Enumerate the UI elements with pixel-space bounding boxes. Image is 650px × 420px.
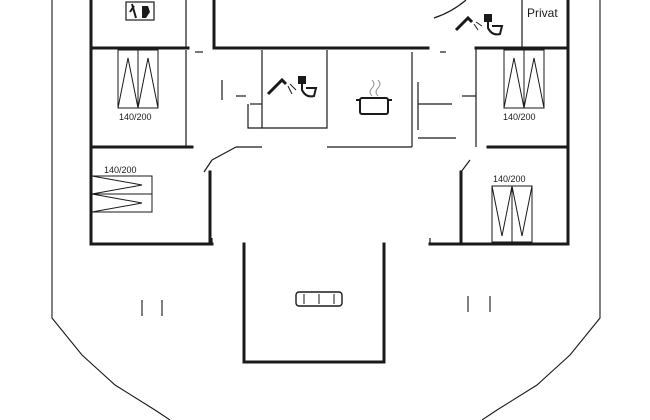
cooking-pot-icon (356, 79, 392, 115)
bed-size-label: 140/200 (503, 112, 536, 122)
shower-icon (454, 15, 483, 32)
bed-icon (91, 175, 153, 213)
bed-icon (117, 49, 159, 109)
door-swing (433, 0, 467, 19)
bed-size-label: 140/200 (104, 165, 137, 175)
bed-size-label: 140/200 (119, 112, 152, 122)
toilet-icon (484, 14, 504, 36)
sofa-icon (295, 291, 343, 307)
terrace-outline (51, 0, 601, 420)
bed-icon (503, 49, 545, 109)
private-room-label: Privat (527, 6, 558, 20)
shower-icon (266, 77, 297, 96)
toilet-icon (298, 76, 318, 98)
interior-walls (185, 0, 523, 244)
toilet-icon (125, 1, 155, 21)
bed-size-label: 140/200 (493, 174, 526, 184)
bed-icon (491, 185, 533, 243)
